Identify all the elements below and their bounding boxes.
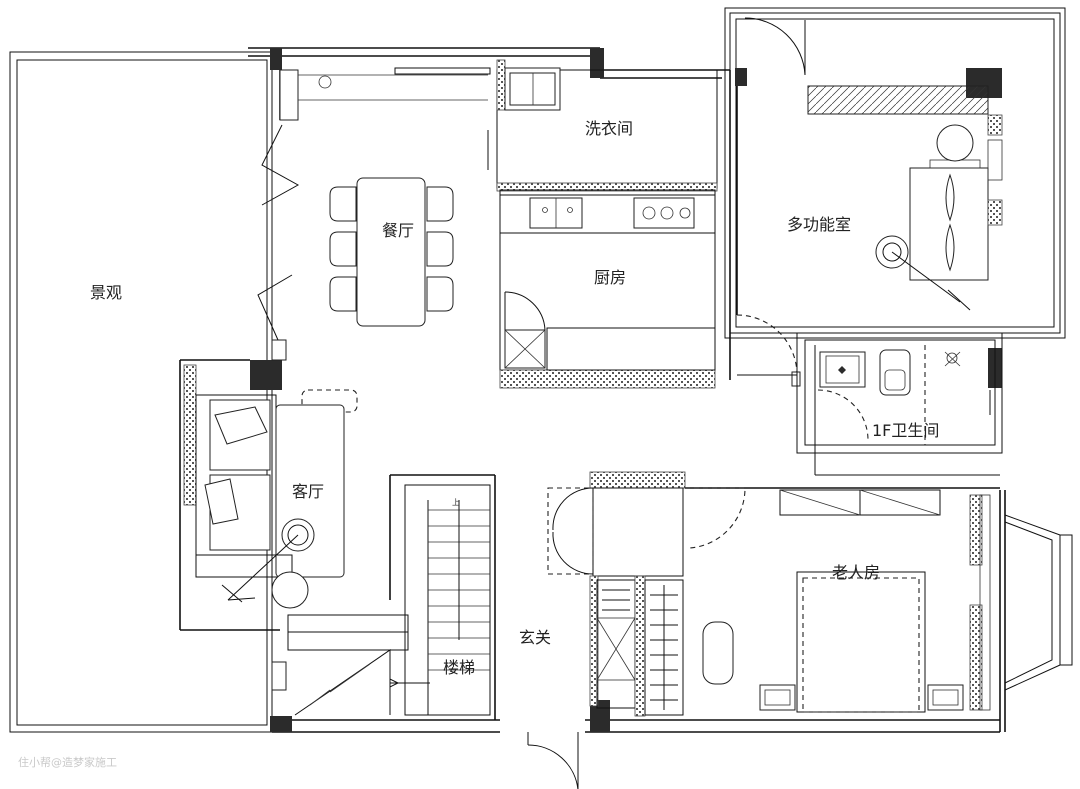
watermark: 住小帮@造梦家施工	[18, 755, 117, 769]
label-elder-room: 老人房	[832, 563, 880, 582]
label-multipurpose: 多功能室	[787, 215, 851, 234]
laundry-room	[487, 59, 718, 192]
label-bathroom: 1F卫生间	[872, 421, 939, 440]
folding-doors	[257, 67, 491, 361]
label-kitchen: 厨房	[594, 268, 626, 287]
multipurpose-room	[729, 17, 1003, 387]
elder-room	[685, 487, 1000, 713]
shoe-rack	[650, 594, 678, 701]
stair-up-mark: 上	[452, 498, 460, 507]
exterior-walls	[248, 47, 1073, 733]
wardrobe-hangers	[602, 589, 630, 611]
label-landscape: 景观	[90, 283, 122, 302]
dining-chairs	[329, 186, 454, 312]
staircase: 上	[271, 474, 496, 720]
label-foyer: 玄关	[519, 628, 551, 647]
landscape-area	[9, 51, 273, 733]
dining-table	[329, 177, 454, 327]
bathroom-room	[796, 332, 1003, 476]
living-room	[179, 359, 358, 631]
label-stairs: 楼梯	[443, 658, 475, 677]
label-living: 客厅	[292, 482, 324, 501]
balcony-frame	[724, 7, 1066, 339]
foyer-area	[527, 471, 686, 789]
label-dining: 餐厅	[382, 221, 414, 240]
kitchen-room	[499, 189, 716, 389]
label-laundry: 洗衣间	[585, 119, 633, 138]
